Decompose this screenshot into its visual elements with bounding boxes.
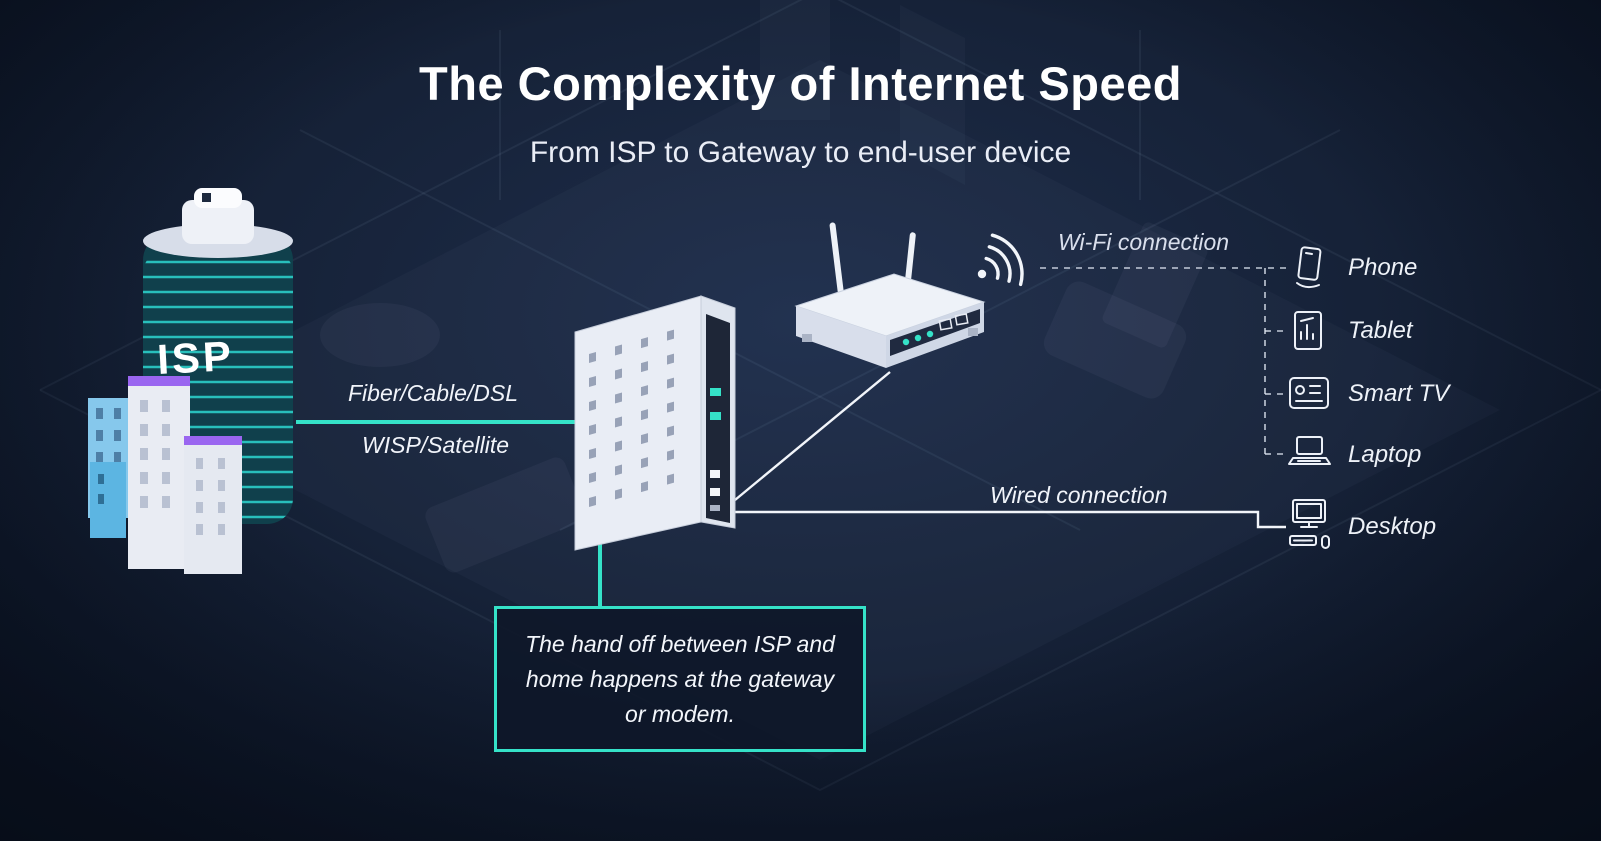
fiber-label: Fiber/Cable/DSL (348, 380, 519, 406)
device-label: Smart TV (1348, 380, 1450, 407)
callout-box: The hand off between ISP and home happen… (494, 606, 866, 752)
device-row-smart-tv: Smart TV (1286, 369, 1449, 419)
isp-building-illustration: ISP (88, 188, 293, 574)
phone-icon (1296, 246, 1322, 289)
wifi-signal-icon (977, 233, 1024, 287)
device-row-desktop: Desktop (1286, 496, 1436, 558)
wisp-label: WISP/Satellite (362, 432, 509, 458)
desktop-icon (1289, 499, 1330, 549)
device-label: Tablet (1348, 317, 1413, 344)
device-row-phone: Phone (1286, 243, 1417, 293)
page-subtitle: From ISP to Gateway to end-user device (529, 136, 1072, 169)
wired-connection-label: Wired connection (990, 482, 1168, 508)
modem-illustration (574, 295, 736, 551)
tablet-icon (1294, 311, 1322, 350)
router-illustration (794, 222, 986, 368)
page-title: The Complexity of Internet Speed (419, 57, 1182, 110)
wifi-connection-label: Wi-Fi connection (1058, 229, 1230, 255)
device-label: Desktop (1348, 513, 1437, 540)
city-buildings (88, 376, 242, 574)
laptop-icon (1288, 436, 1331, 465)
device-label: Phone (1348, 254, 1418, 281)
device-label: Laptop (1348, 441, 1422, 468)
smart-tv-icon (1289, 377, 1329, 409)
isp-label: ISP (156, 332, 235, 383)
device-row-laptop: Laptop (1286, 430, 1421, 480)
callout-text: The hand off between ISP and home happen… (525, 630, 835, 727)
device-row-tablet: Tablet (1286, 306, 1413, 356)
